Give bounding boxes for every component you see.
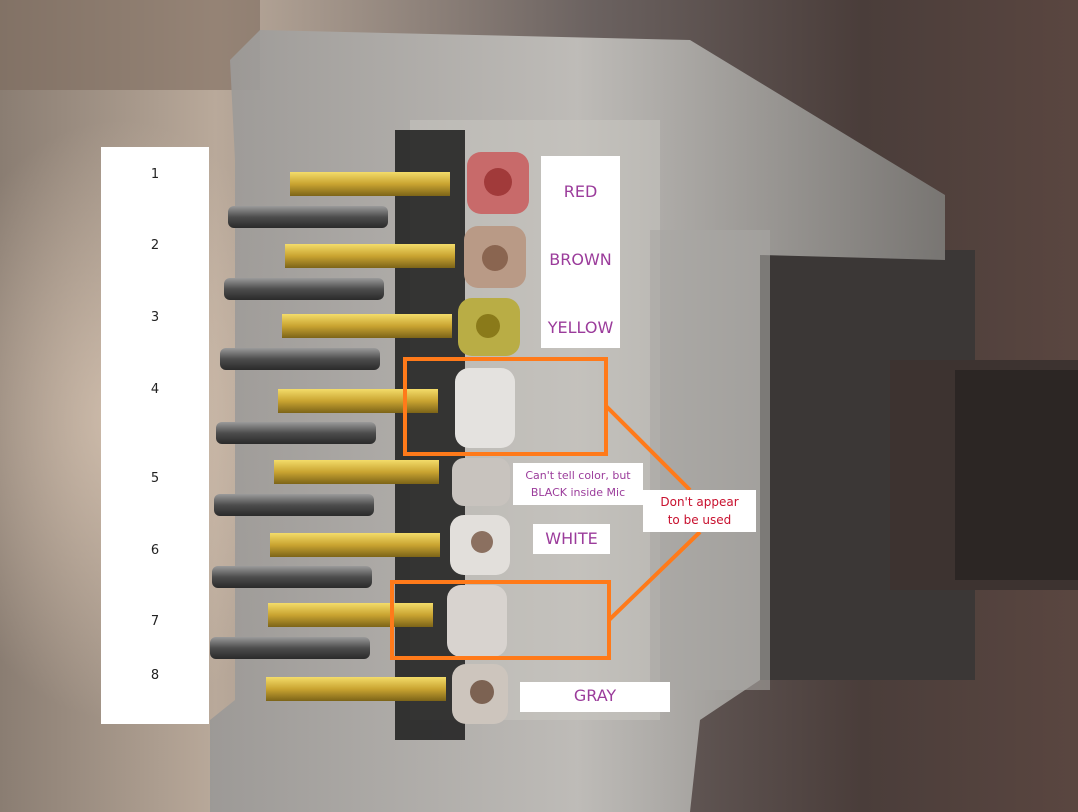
wire-unused-2 — [447, 585, 507, 657]
wire-color-labels: RED BROWN YELLOW — [541, 156, 620, 348]
label-red: RED — [563, 182, 598, 201]
blade-4 — [216, 422, 376, 444]
label-unknown-color: Can't tell color, but BLACK inside Mic — [513, 463, 643, 505]
label-white: WHITE — [533, 524, 610, 554]
unused-annotation-line-2: to be used — [667, 513, 732, 527]
pointer-line-lower — [607, 530, 702, 622]
unused-annotation-line-1: Don't appear — [660, 495, 739, 509]
background-shadow — [0, 0, 260, 90]
contact-2 — [285, 244, 455, 268]
pointer-line-upper — [604, 404, 692, 492]
blade-1 — [228, 206, 388, 228]
contact-3 — [282, 314, 452, 338]
wire-white-core — [471, 531, 493, 553]
contact-7 — [268, 603, 433, 627]
label-unknown-line-1: Can't tell color, but — [525, 469, 631, 482]
wire-black — [452, 458, 510, 506]
contact-4 — [278, 389, 438, 413]
contact-6 — [270, 533, 440, 557]
pin-number-5: 5 — [150, 471, 160, 486]
blade-7 — [210, 637, 370, 659]
pin-number-column: 1 2 3 4 5 6 7 8 — [101, 147, 209, 724]
unused-annotation: Don't appear to be used — [643, 490, 756, 532]
wires — [447, 152, 529, 724]
pin-number-2: 2 — [150, 238, 160, 253]
contacts — [210, 172, 455, 701]
wire-yellow-core — [476, 314, 500, 338]
wire-unused-1 — [455, 368, 515, 448]
wire-gray-core — [470, 680, 494, 704]
contact-5 — [274, 460, 439, 484]
blade-2 — [224, 278, 384, 300]
pin-number-1: 1 — [150, 167, 160, 182]
blade-6 — [212, 566, 372, 588]
pin-number-7: 7 — [150, 614, 160, 629]
contact-1 — [290, 172, 450, 196]
label-gray: GRAY — [520, 682, 670, 712]
pin-number-3: 3 — [150, 310, 160, 325]
pin-number-6: 6 — [150, 543, 160, 558]
plug-edge — [650, 230, 770, 690]
label-yellow: YELLOW — [547, 318, 614, 337]
blade-5 — [214, 494, 374, 516]
wire-brown-core — [482, 245, 508, 271]
contact-8 — [266, 677, 446, 701]
cable-sheath — [955, 370, 1078, 580]
pin-number-8: 8 — [150, 668, 160, 683]
blade-3 — [220, 348, 380, 370]
label-brown: BROWN — [549, 250, 612, 269]
label-unknown-line-2: BLACK inside Mic — [530, 486, 626, 499]
pin-number-4: 4 — [150, 382, 160, 397]
wire-red-core — [484, 168, 512, 196]
